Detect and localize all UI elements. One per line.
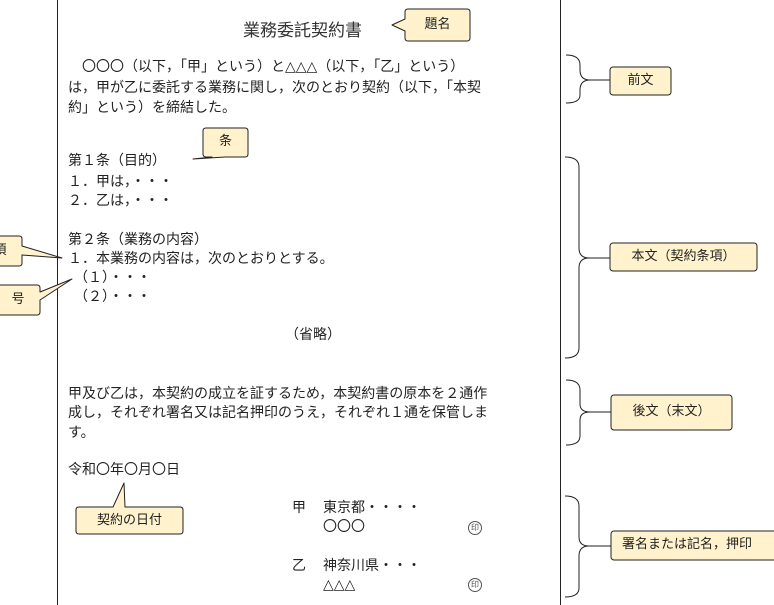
article-callout-label: 条 xyxy=(218,134,232,149)
seal-mark-1: 印 xyxy=(468,521,482,535)
closing-section-label: 後文（末文） xyxy=(632,404,711,419)
signature-address-1: 東京都・・・・ xyxy=(323,500,421,516)
preamble-line-1: 〇〇〇（以下，「甲」という）と△△△（以下，「乙」という） xyxy=(68,59,465,75)
closing-line-3: す。 xyxy=(68,425,95,441)
article-1-item-1: １．甲は，・・・ xyxy=(68,174,173,190)
article-2-heading: 第２条（業務の内容） xyxy=(68,232,208,248)
paragraph-callout-shape xyxy=(0,235,63,267)
signature-section-label: 署名または記名，押印 xyxy=(622,537,753,552)
body-section-label: 本文（契約条項） xyxy=(631,249,736,264)
document-left-border xyxy=(57,0,58,605)
signature-party-2: 乙 xyxy=(292,558,306,574)
preamble-brace xyxy=(565,54,591,104)
date-callout-label: 契約の日付 xyxy=(96,513,162,528)
body-brace xyxy=(564,156,590,359)
article-2-subitem-2: （２）・・・ xyxy=(74,289,151,305)
signature-brace xyxy=(564,495,590,598)
item-callout-shape xyxy=(0,278,73,316)
preamble-label-box xyxy=(609,66,672,96)
closing-line-2: 成し，それぞれ署名又は記名押印のうえ，それぞれ１通を保管しま xyxy=(68,405,488,421)
closing-brace xyxy=(565,379,591,446)
document-right-border xyxy=(560,0,561,605)
title-callout-shape xyxy=(391,8,471,42)
document-title: 業務委託契約書 xyxy=(243,21,362,41)
signature-address-2: 神奈川県・・・ xyxy=(323,558,421,574)
article-1-item-2: ２．乙は，・・・ xyxy=(68,193,173,209)
article-2-subitem-1: （１）・・・ xyxy=(74,270,151,286)
omitted-text: （省略） xyxy=(285,327,341,343)
title-callout-label: 題名 xyxy=(424,17,451,32)
preamble-line-3: 約」という）を締結した。 xyxy=(68,100,236,116)
paragraph-callout-label: 項 xyxy=(0,243,8,259)
article-2-item-1: １．本業務の内容は，次のとおりとする。 xyxy=(68,251,334,267)
preamble-section-label: 前文 xyxy=(627,73,654,88)
article-callout-shape xyxy=(192,127,249,160)
signature-name-2: △△△ xyxy=(323,577,356,593)
signature-name-1: 〇〇〇 xyxy=(323,519,365,535)
contract-date: 令和〇年〇月〇日 xyxy=(68,462,180,478)
preamble-line-2: は，甲が乙に委託する業務に関し，次のとおり契約（以下，「本契 xyxy=(68,80,481,96)
seal-mark-2: 印 xyxy=(468,578,482,592)
date-callout-shape xyxy=(75,482,184,535)
signature-party-1: 甲 xyxy=(292,500,306,516)
body-label-box xyxy=(609,242,758,272)
closing-line-1: 甲及び乙は，本契約の成立を証するため，本契約書の原本を２通作 xyxy=(68,386,488,402)
article-1-heading: 第１条（目的） xyxy=(68,153,166,169)
item-callout-label: 号 xyxy=(11,292,25,307)
